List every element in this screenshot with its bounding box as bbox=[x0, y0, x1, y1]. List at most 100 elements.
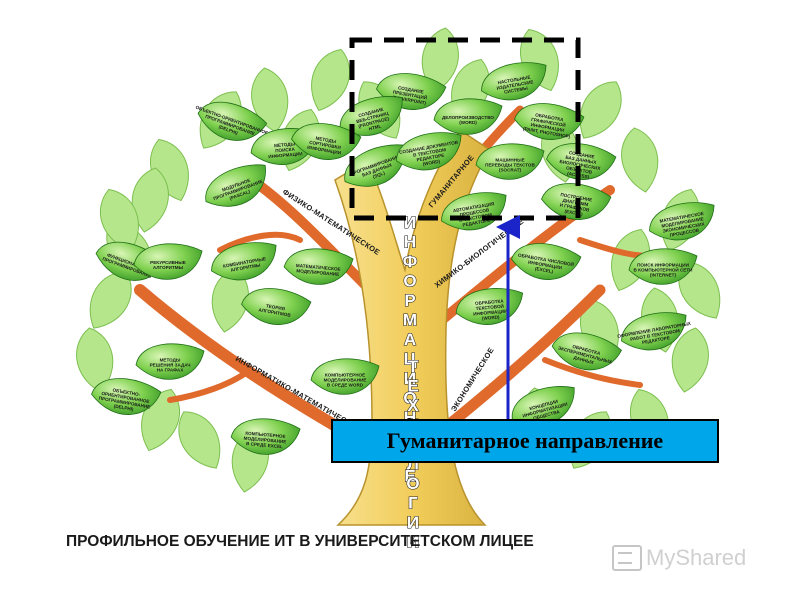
background-leaf bbox=[579, 81, 622, 139]
twig bbox=[167, 367, 253, 403]
trunk-letter: Н bbox=[404, 233, 416, 252]
background-leaf bbox=[89, 271, 132, 329]
leaf-label: ДЕЛОПРОИЗВОДСТВО bbox=[442, 115, 494, 120]
leaf-label: СОЗДАНИЕ bbox=[569, 150, 595, 159]
background-leaf bbox=[178, 411, 221, 469]
leaf-label: ПОИСКА bbox=[275, 147, 296, 154]
leaf-shape bbox=[628, 248, 698, 285]
leaf-label: МОДЕЛИРОВАНИЕ bbox=[324, 378, 367, 383]
leaf-shape bbox=[283, 248, 354, 285]
background-leaf bbox=[311, 48, 350, 112]
leaf-shape bbox=[481, 62, 547, 101]
trunk-letter: Р bbox=[404, 291, 415, 310]
leaf-label: БАЗ ДАННЫХ bbox=[565, 155, 598, 166]
background-leaf bbox=[671, 327, 709, 393]
leaf-label: ПОСТРОЕНИЕ bbox=[560, 192, 593, 203]
leaf-label: АЛГОРИТМОВ bbox=[258, 307, 292, 318]
leaf-shape bbox=[455, 288, 524, 325]
leaf-label: ИНФОРМАЦИИ bbox=[528, 260, 563, 271]
leaf-shape bbox=[475, 143, 545, 180]
trunk-letter: Ц bbox=[404, 350, 417, 369]
leaf-label: МАТЕМАТИЧЕСКОЕ bbox=[296, 263, 341, 272]
background-leaf bbox=[621, 127, 659, 193]
leaf-label: ПОИСК ИНФОРМАЦИИ bbox=[637, 262, 689, 267]
leaf-label: В КОМПЬЮТЕРНОЙ СЕТИ bbox=[634, 266, 693, 273]
leaf-shape bbox=[621, 312, 687, 351]
leaf-label: ОБРАБОТКА bbox=[475, 298, 505, 306]
leaf-shape bbox=[241, 288, 312, 325]
leaf-shape bbox=[211, 242, 277, 281]
leaf-label: МЕТОДЫ bbox=[274, 141, 296, 148]
leaf-label: РЕДАКТОРЕ bbox=[416, 153, 444, 163]
leaf-label: (INTERNET) bbox=[650, 273, 676, 278]
leaf: МАТЕМАТИЧЕСКОЕМОДЕЛИРОВАНИЕЭКОНОМИЧЕСКИХ… bbox=[649, 202, 715, 241]
leaf-shape bbox=[433, 98, 503, 135]
leaf-shape bbox=[396, 132, 462, 171]
trunk-letter: М bbox=[403, 311, 417, 330]
trunk-letter: О bbox=[403, 272, 416, 291]
leaf-label: (DELPHI) bbox=[218, 124, 239, 136]
leaf-label: РЕШЕНИЯ ЗАДАЧ bbox=[150, 363, 191, 368]
leaf-label: РЕДАКТОРЕ bbox=[642, 335, 670, 345]
leaf-shape bbox=[441, 192, 507, 231]
leaf-label: АЛГОРИТМЫ bbox=[153, 265, 184, 270]
leaf-label: ДАННЫХ bbox=[573, 355, 595, 365]
leaf-shape bbox=[291, 123, 362, 160]
trunk-letter: Г bbox=[408, 494, 418, 513]
leaf-label: РЕКУРСИВНЫЕ bbox=[150, 260, 186, 265]
leaf-label: В СРЕДЕ WORD bbox=[327, 383, 364, 388]
leaf-label: МЕТОДЫ bbox=[160, 357, 181, 362]
leaf-label: В ТЕКСТОВОМ bbox=[459, 212, 493, 223]
leaf-shape bbox=[511, 243, 582, 280]
watermark-logo-icon bbox=[612, 545, 642, 571]
selection-frame bbox=[349, 37, 581, 221]
twig bbox=[217, 231, 303, 253]
trunk-letter: Е bbox=[407, 377, 418, 396]
trunk-letter: Т bbox=[408, 357, 419, 376]
twig bbox=[542, 357, 643, 388]
leaf-shape bbox=[197, 101, 268, 141]
leaf-label: СОЗДАНИЕ bbox=[358, 107, 384, 119]
background-leaf bbox=[131, 167, 169, 233]
leaf-label: HTML bbox=[368, 123, 382, 131]
leaf-label: ТЕКСТОВОЙ bbox=[475, 302, 504, 311]
leaf-label: ОБРАБОТКА bbox=[535, 112, 565, 122]
trunk-letter: Х bbox=[407, 396, 419, 415]
page-caption: ПРОФИЛЬНОЕ ОБУЧЕНИЕ ИТ В УНИВЕРСИТЕТСКОМ… bbox=[66, 533, 534, 550]
leaf-shape bbox=[310, 358, 380, 395]
watermark: MyShared bbox=[612, 545, 746, 571]
leaf-label: И ГРАФИКОВ bbox=[559, 202, 590, 212]
leaf-label: (SQL) bbox=[372, 170, 386, 179]
leaf-label: ИНФОРМАЦИИ bbox=[268, 151, 303, 159]
leaf-label: СИСТЕМЫ bbox=[504, 85, 529, 94]
leaf-label: ОБЪЕКТНО- bbox=[112, 387, 141, 397]
leaf-label: (POWERPOINT) bbox=[392, 95, 427, 106]
leaf-label: МОДЕЛИРОВАНИЕ bbox=[243, 436, 286, 445]
leaf-label: ТЕОРИЯ bbox=[266, 303, 286, 311]
humanitarian-callout: Гуманитарное направление bbox=[331, 419, 719, 463]
leaf-label: АЛГОРИТМЫ bbox=[230, 262, 261, 272]
leaves: СОЗДАНИЕПРЕЗЕНТАЦИЙ(POWERPOINT)НАСТОЛЬНЫ… bbox=[91, 62, 715, 455]
background-leaf bbox=[678, 261, 721, 319]
leaf-label: НАСТОЛЬНЫЕ bbox=[497, 75, 531, 86]
leaf-shape bbox=[230, 418, 301, 455]
callout-label: Гуманитарное направление bbox=[386, 428, 664, 453]
leaf-shape bbox=[649, 202, 715, 241]
leaf-shape bbox=[514, 103, 585, 140]
